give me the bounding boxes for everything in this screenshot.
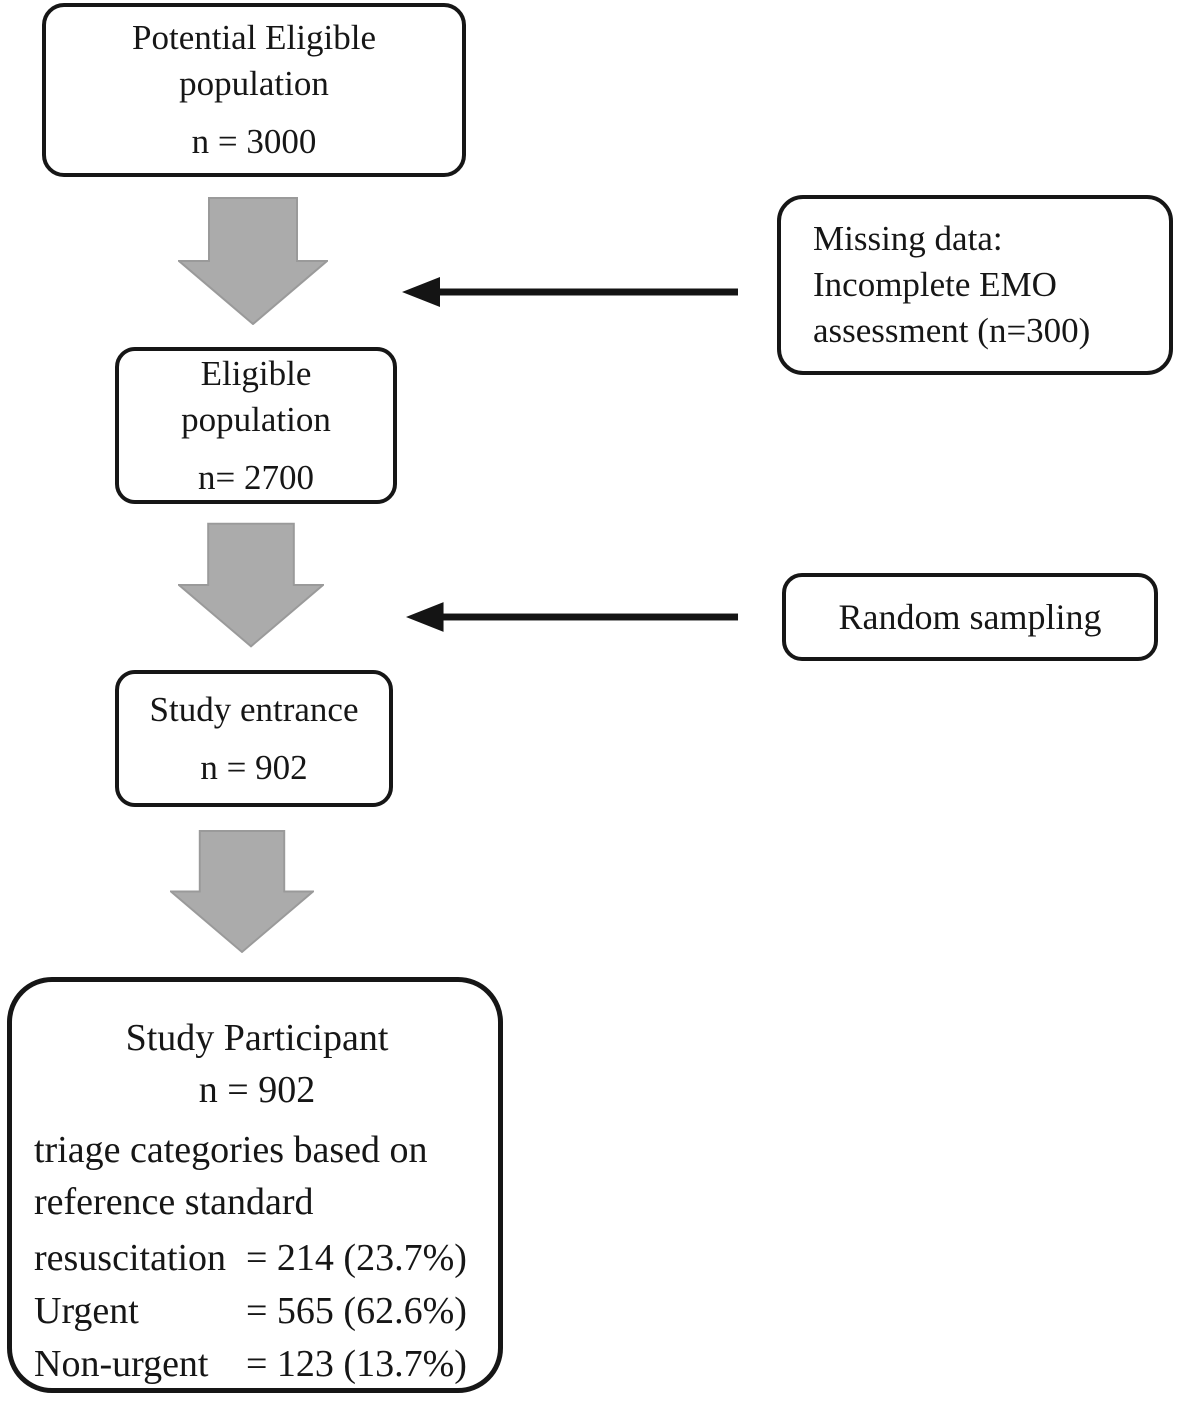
box-text-line: Random sampling (838, 597, 1102, 637)
box-text-line: Incomplete EMO (813, 265, 1057, 304)
participant-subtitle-line: triage categories based on (34, 1129, 428, 1171)
box-title-line: Potential Eligible (132, 18, 376, 57)
triage-value: = 214 (23.7%) (246, 1237, 467, 1279)
flow-box-random-sampling: Random sampling (782, 573, 1158, 661)
flow-box-missing-data: Missing data: Incomplete EMO assessment … (777, 195, 1173, 375)
participant-subtitle-line: reference standard (34, 1181, 314, 1223)
triage-label: Non-urgent (34, 1343, 209, 1385)
flow-box-eligible-population: Eligible population n= 2700 (115, 347, 397, 504)
box-title-line: Eligible (200, 353, 312, 393)
box-text-line: assessment (n=300) (813, 311, 1091, 350)
triage-value: = 123 (13.7%) (246, 1343, 467, 1385)
box-count: n= 2700 (198, 457, 314, 497)
triage-row-resuscitation: resuscitation = 214 (23.7%) (34, 1232, 480, 1285)
box-count: n = 902 (200, 747, 308, 787)
triage-row-non-urgent: Non-urgent = 123 (13.7%) (34, 1338, 480, 1391)
flow-box-study-entrance: Study entrance n = 902 (115, 670, 393, 807)
box-title-line: population (181, 399, 331, 439)
box-title-line: Study entrance (149, 689, 359, 729)
block-down-arrow-icon (178, 522, 324, 648)
block-down-arrow-icon (170, 830, 314, 953)
triage-category-list: resuscitation = 214 (23.7%) Urgent = 565… (34, 1232, 480, 1391)
flow-box-potential-eligible-population: Potential Eligible population n = 3000 (42, 3, 466, 177)
triage-row-urgent: Urgent = 565 (62.6%) (34, 1285, 480, 1338)
box-count: n = 3000 (191, 122, 317, 161)
participant-title: Study Participant (125, 1017, 389, 1059)
block-down-arrow-icon (178, 197, 328, 325)
box-text-line: Missing data: (813, 219, 1003, 258)
left-arrow-icon (402, 277, 738, 307)
triage-value: = 565 (62.6%) (246, 1290, 467, 1332)
participant-count: n = 902 (198, 1069, 316, 1111)
triage-label: resuscitation (34, 1237, 227, 1279)
triage-label: Urgent (34, 1290, 139, 1332)
left-arrow-icon (405, 602, 739, 632)
flow-box-study-participant: Study Participant n = 902 triage categor… (7, 977, 503, 1393)
box-title-line: population (179, 64, 329, 103)
